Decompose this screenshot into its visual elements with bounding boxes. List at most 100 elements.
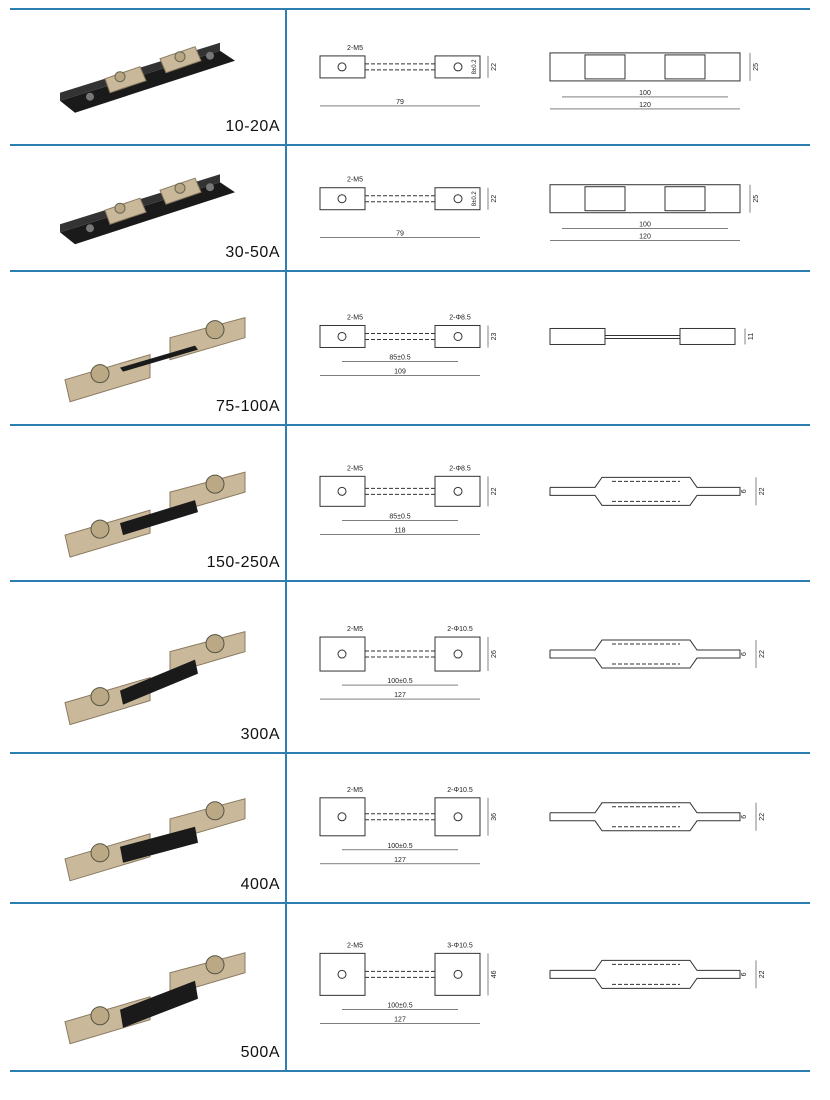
shunt-product-photo: [64, 471, 246, 558]
dimension-label: 22: [759, 813, 766, 821]
shunt-product-photo: [64, 952, 246, 1045]
bolt: [90, 519, 110, 539]
dimension-label: 109: [394, 368, 406, 375]
current-rating-label: 75-100A: [216, 398, 280, 415]
terminal-block: [104, 197, 147, 225]
row-divider: [10, 1070, 810, 1072]
shunt-product-photo: [64, 798, 246, 882]
terminal-outline: [434, 952, 481, 996]
dimension-label: 85±0.5: [389, 354, 410, 361]
bolt-hole: [337, 812, 347, 822]
bolt: [205, 955, 225, 975]
dimension-label: 85±0.5: [389, 513, 410, 520]
dimension-label: 79: [396, 99, 404, 106]
manganin-strip: [120, 345, 198, 372]
row-divider: [10, 580, 810, 582]
thread-label: 2-M5: [347, 942, 363, 949]
screw: [174, 182, 186, 194]
base-outline: [549, 52, 741, 82]
dimension-label: 120: [639, 234, 651, 241]
dimension-label: 22: [491, 195, 498, 203]
thread-label: 2-M5: [347, 465, 363, 472]
bolt-hole: [453, 331, 463, 341]
dimension-label: 100: [639, 90, 651, 97]
thickness-label: 6: [741, 489, 748, 493]
row-divider: [10, 424, 810, 426]
mount-hole: [206, 51, 214, 60]
photo-group: [64, 471, 246, 558]
bolt: [90, 1006, 110, 1026]
terminal-outline: [584, 54, 626, 80]
terminal-outline: [319, 324, 366, 348]
shunt-product-photo: [64, 317, 246, 403]
hole-label: 2-Φ8.5: [449, 314, 471, 321]
mount-hole: [86, 224, 94, 233]
photo-group: [60, 42, 235, 113]
bolt-hole: [337, 62, 347, 72]
side-view-drawing: 6 22: [549, 639, 766, 669]
bolt-hole: [337, 331, 347, 341]
side-profile: [549, 639, 741, 669]
row-divider: [10, 752, 810, 754]
terminal-outline: [549, 327, 606, 345]
bolt-hole: [453, 62, 463, 72]
thread-label: 2-M5: [347, 787, 363, 794]
dimension-label: 100±0.5: [387, 843, 412, 850]
bolt-hole: [453, 969, 463, 979]
terminal-outline: [434, 475, 481, 507]
thickness-label: 6: [741, 652, 748, 656]
hole-label: 2-Φ8.5: [449, 465, 471, 472]
dimension-label: 22: [759, 970, 766, 978]
row-divider: [10, 8, 810, 10]
side-view-group: 6 22: [549, 639, 766, 669]
current-rating-label: 300A: [240, 726, 280, 743]
terminal-outline: [434, 797, 481, 837]
terminal-outline: [319, 797, 366, 837]
manganin-strip: [120, 500, 198, 536]
side-profile: [549, 959, 741, 989]
dimension-label: 127: [394, 1016, 406, 1023]
bolt-hole: [453, 812, 463, 822]
dimension-label: 22: [759, 650, 766, 658]
current-rating-label: 500A: [240, 1044, 280, 1061]
terminal-outline: [584, 186, 626, 212]
dimension-label: 23: [491, 332, 498, 340]
thread-label: 2-M5: [347, 45, 363, 52]
bolt: [205, 320, 225, 340]
bolt-hole: [337, 486, 347, 496]
terminal-outline: [664, 186, 706, 212]
screw: [174, 51, 186, 63]
screw: [114, 202, 126, 214]
dimension-label: 127: [394, 692, 406, 699]
side-view-group: 11: [549, 327, 755, 345]
bakelite-base: [60, 182, 235, 245]
dimension-label: 46: [491, 970, 498, 978]
thread-label: 2-M5: [347, 314, 363, 321]
current-rating-label: 150-250A: [206, 554, 280, 571]
hole-label: 2-Φ10.5: [447, 626, 473, 633]
bolt-hole: [337, 649, 347, 659]
manganin-strip: [120, 826, 198, 863]
side-profile: [549, 476, 741, 506]
hole-label: 2-Φ10.5: [447, 787, 473, 794]
base-outline: [549, 184, 741, 214]
terminal-outline: [319, 952, 366, 996]
top-view-drawing: 2-M5 2-Φ8.5 23 85±0.5 109: [319, 314, 498, 376]
bolt: [90, 364, 110, 384]
